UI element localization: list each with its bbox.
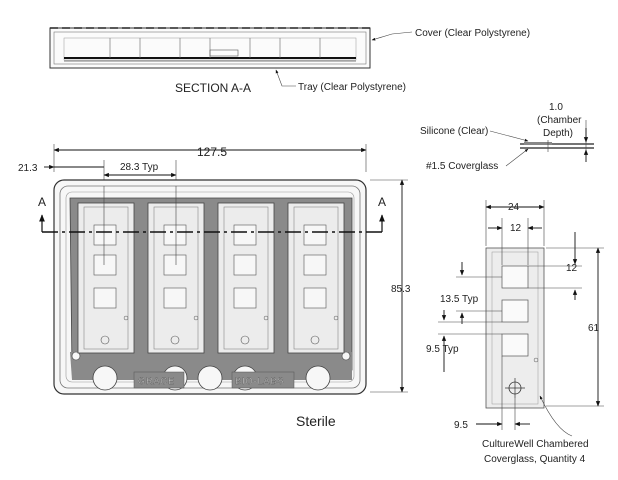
height-dimension-label: 85.3 [391, 284, 411, 295]
pitch-13-5-label: 13.5 Typ [440, 294, 479, 305]
width-24-label: 24 [508, 202, 520, 213]
well-12-label: 12 [566, 263, 578, 274]
emboss-biolabs: BIO-LABS [235, 376, 285, 386]
coverglass-label: #1.5 Coverglass [426, 161, 498, 172]
gap-9-5-typ-label: 9.5 Typ [426, 344, 459, 355]
slide-4 [287, 202, 345, 354]
width-12-label: 12 [510, 223, 522, 234]
offset-dimension-label: 21.3 [18, 163, 38, 174]
sterile-label: Sterile [296, 413, 336, 429]
section-title: SECTION A-A [175, 81, 251, 95]
section-mark-left: A [38, 195, 46, 209]
caption-line-1: CultureWell Chambered [482, 439, 589, 450]
plan-view: 127.5 21.3 28.3 Typ [18, 144, 411, 429]
pitch-dimension-label: 28.3 Typ [120, 162, 159, 173]
depth-label-2: Depth) [543, 128, 573, 139]
section-view: SECTION A-A Cover (Clear Polystyrene) Tr… [49, 27, 530, 95]
slide-3 [217, 202, 275, 354]
depth-value: 1.0 [549, 102, 563, 113]
depth-label-1: (Chamber [537, 115, 582, 126]
height-61-label: 61 [588, 323, 600, 334]
section-mark-right: A [378, 195, 386, 209]
cover-label: Cover (Clear Polystyrene) [415, 28, 530, 39]
bottom-9-5-label: 9.5 [454, 420, 468, 431]
silicone-label: Silicone (Clear) [420, 126, 488, 137]
chamber-detail: 24 12 12 61 13.5 Typ 9.5 Typ [426, 200, 604, 465]
width-dimension-label: 127.5 [197, 145, 227, 159]
emboss-grace: GRACE [138, 376, 175, 386]
coverglass-detail: 1.0 (Chamber Depth) Silicone (Clear) #1.… [420, 102, 594, 172]
slide-1 [77, 202, 135, 354]
caption-line-2: Coverglass, Quantity 4 [484, 454, 586, 465]
tray-label: Tray (Clear Polystyrene) [298, 82, 406, 93]
